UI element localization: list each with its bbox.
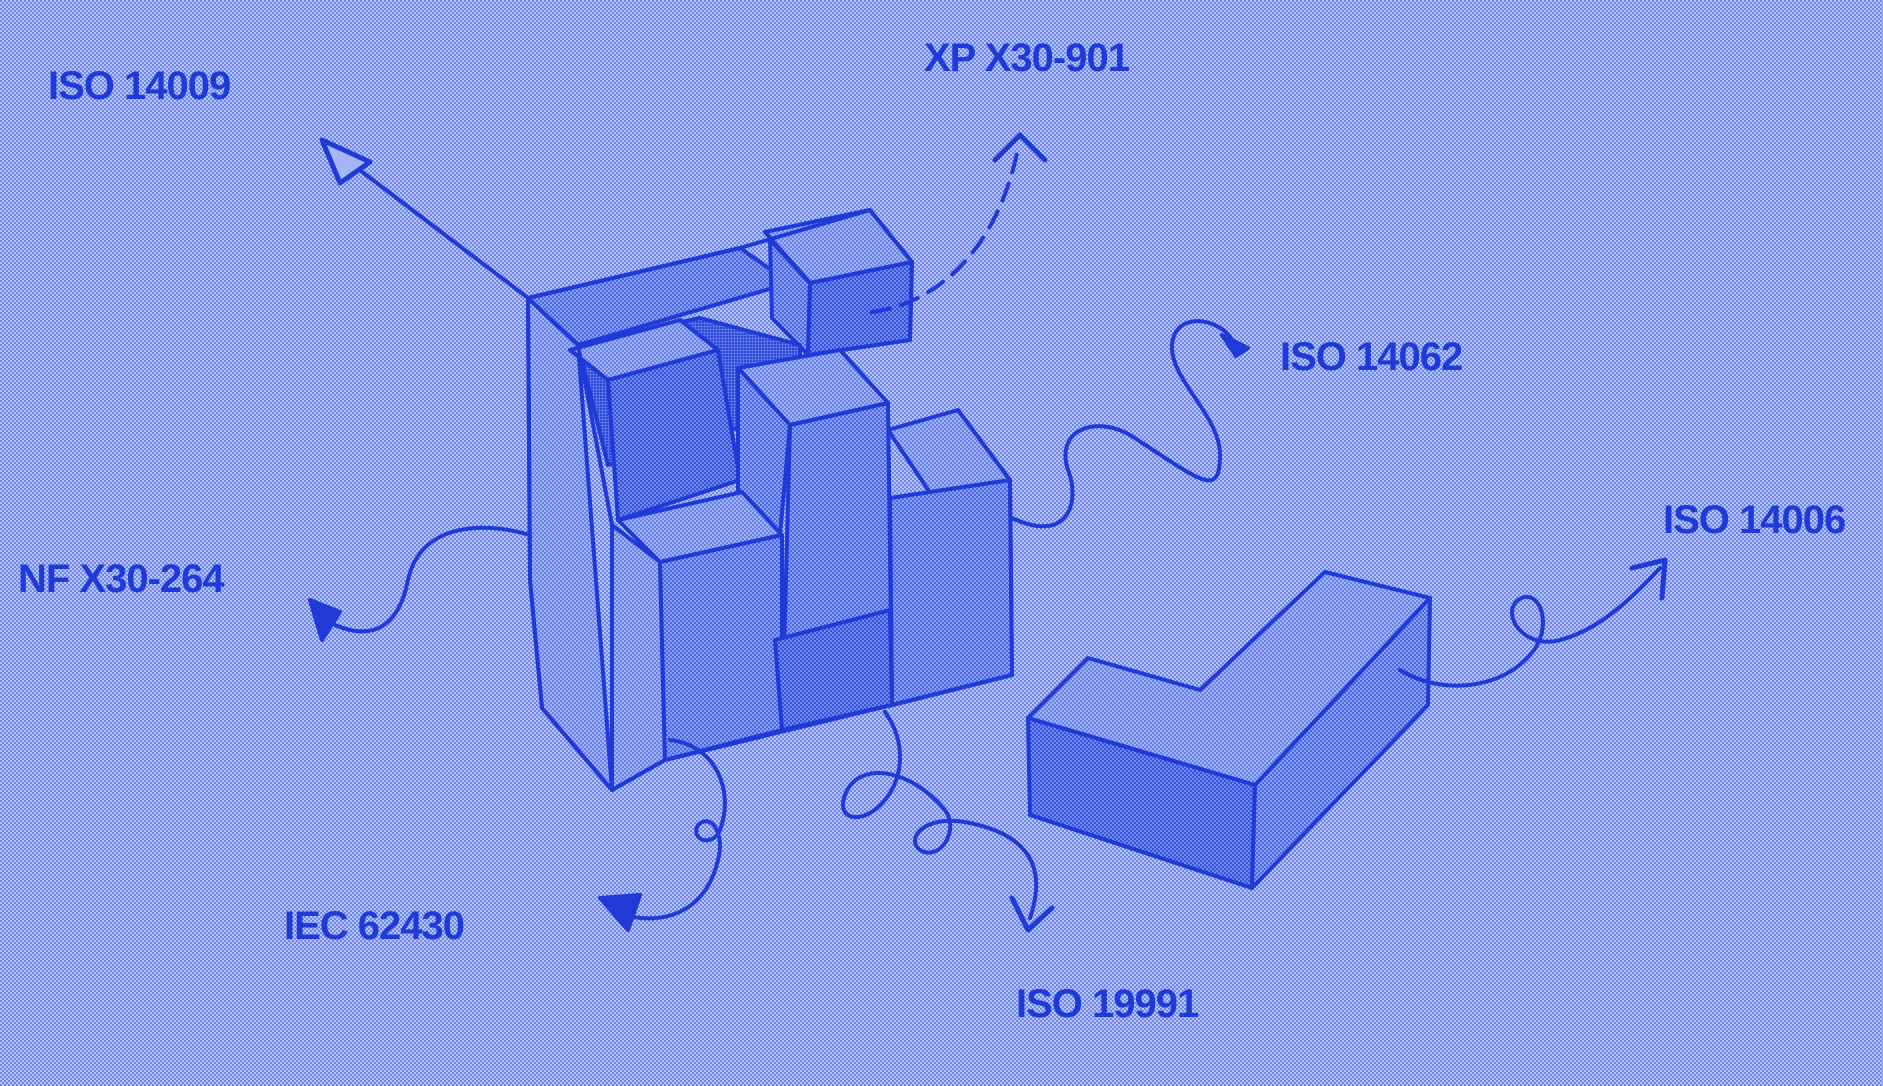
arrow-xpx30901-icon: [870, 132, 1048, 314]
l-shaped-block-icon: [1026, 570, 1432, 890]
arrow-iso14062-icon: [1010, 319, 1250, 529]
arrow-iec62430-icon: [598, 738, 727, 932]
label-nf-x30-264: NF X30-264: [18, 557, 225, 601]
arrow-iso14009-icon: [319, 137, 530, 300]
label-iso-19991: ISO 19991: [1016, 982, 1199, 1026]
label-iso-14009: ISO 14009: [48, 64, 231, 108]
label-iec-62430: IEC 62430: [284, 904, 465, 948]
arrow-iso19991-icon: [841, 710, 1055, 933]
arrow-nfx30264-icon: [308, 525, 532, 642]
label-iso-14006: ISO 14006: [1663, 498, 1846, 542]
arrow-iso14006-icon: [1398, 557, 1668, 688]
label-xp-x30-901: XP X30-901: [924, 36, 1130, 80]
label-iso-14062: ISO 14062: [1280, 335, 1463, 379]
cube-puzzle-icon: [526, 208, 1014, 792]
